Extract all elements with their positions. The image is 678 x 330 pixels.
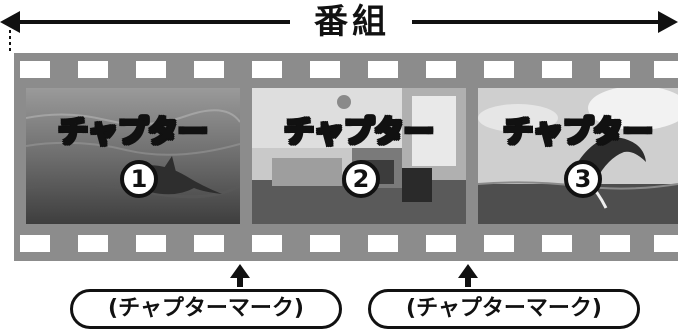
chapter-number-badge: 2 [342, 160, 380, 198]
sprocket-hole [484, 61, 514, 78]
chapter-mark-stem [465, 277, 471, 287]
frame-divider [466, 53, 472, 261]
sprocket-hole [542, 61, 572, 78]
living-room-photo [252, 88, 466, 224]
sprocket-hole [654, 61, 678, 78]
program-arrow-left-icon [0, 11, 20, 33]
sprocket-hole [194, 235, 224, 252]
dolphin-underwater-photo [26, 88, 240, 224]
sprocket-hole [600, 235, 630, 252]
sprocket-hole [542, 235, 572, 252]
sprocket-hole [426, 61, 456, 78]
program-label: 番組 [314, 2, 390, 42]
sprocket-hole [252, 235, 282, 252]
sprocket-hole [20, 61, 50, 78]
chapter-label: チャプター [57, 115, 209, 151]
chapter-number-badge: 3 [564, 160, 602, 198]
chapter-mark-arrow-icon [230, 264, 250, 278]
chapter-frame-3: チャプター 3 [478, 88, 678, 224]
chapter-frame-2: チャプター 2 [252, 88, 466, 224]
sprocket-hole [368, 61, 398, 78]
sprocket-hole [78, 235, 108, 252]
chapter-mark-arrow-icon [458, 264, 478, 278]
dolphin-jumping-photo [478, 88, 678, 224]
sprocket-hole [252, 61, 282, 78]
chapter-frame-1: チャプター 1 [26, 88, 240, 224]
chapter-label: チャプター [283, 115, 435, 151]
sprocket-hole [136, 235, 166, 252]
program-start-tick [9, 30, 11, 52]
sprocket-hole [600, 61, 630, 78]
sprocket-hole [136, 61, 166, 78]
chapter-mark-label: (チャプターマーク) [70, 289, 342, 329]
sprocket-hole [484, 235, 514, 252]
chapter-mark-stem [237, 277, 243, 287]
sprocket-hole [426, 235, 456, 252]
program-line-right [412, 20, 660, 24]
sprocket-hole [310, 235, 340, 252]
sprocket-hole [194, 61, 224, 78]
chapter-number-badge: 1 [120, 160, 158, 198]
sprocket-hole [310, 61, 340, 78]
program-arrow-right-icon [658, 11, 678, 33]
program-line-left [18, 20, 290, 24]
sprocket-hole [78, 61, 108, 78]
film-strip: チャプター 1 チャプター 2 チャプ [14, 53, 678, 261]
chapter-mark-label: (チャプターマーク) [368, 289, 640, 329]
sprocket-hole [20, 235, 50, 252]
sprocket-hole [368, 235, 398, 252]
frame-divider [240, 53, 246, 261]
sprocket-hole [654, 235, 678, 252]
chapter-label: チャプター [502, 115, 654, 151]
